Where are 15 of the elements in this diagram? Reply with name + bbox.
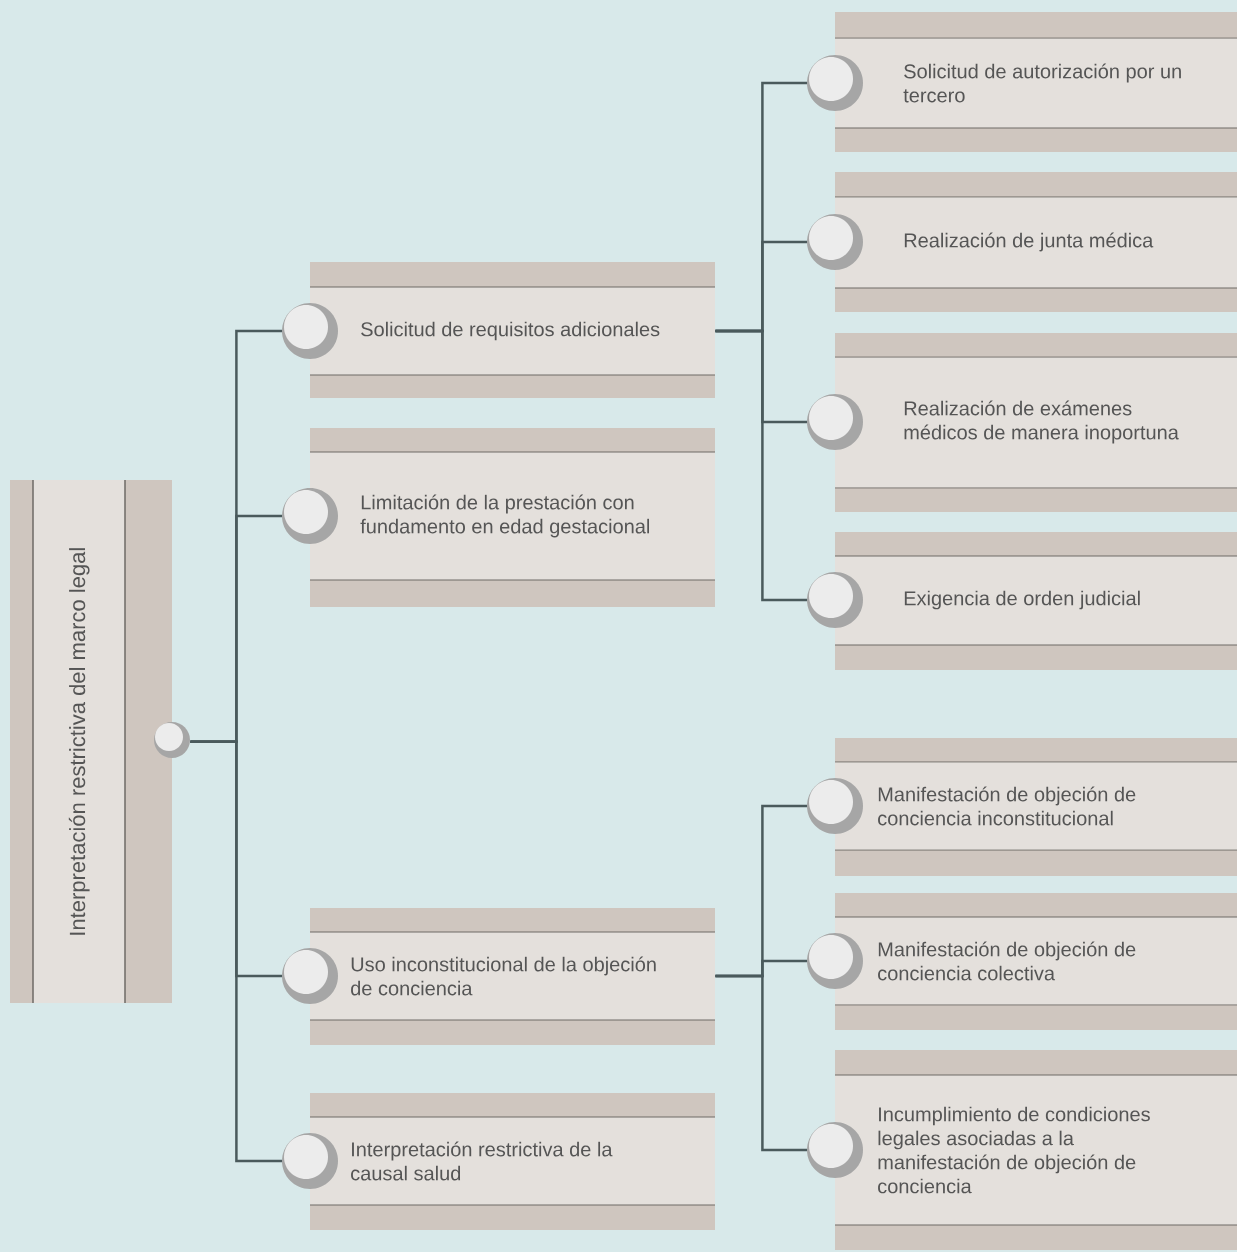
label-box: Uso inconstitucional de la objeción de conciencia	[282, 908, 716, 1045]
connector-line	[190, 740, 282, 1163]
label-box: Solicitud de requisitos adicionales	[282, 262, 716, 398]
label-box: Exigencia de orden judicial	[807, 532, 1237, 670]
label-box: Incumplimiento de condiciones legales asociadas a la manifestación de objeción de conciencia	[807, 1050, 1237, 1250]
connector-line	[715, 974, 807, 1152]
label-box: Limitación de la prestación con fundamento en edad gestacional	[282, 428, 716, 607]
label-box: Realización de junta médica	[807, 172, 1237, 312]
label-box: Interpretación restrictiva del marco legal	[10, 479, 190, 1004]
label-box: Manifestación de objeción de conciencia colectiva	[807, 893, 1237, 1030]
label-box: Realización de exámenes médicos de manera inoportuna	[807, 333, 1237, 512]
label-box: Solicitud de autorización por un tercero	[807, 12, 1237, 152]
connector-line	[715, 329, 807, 602]
label-box: Manifestación de objeción de conciencia inconstitucional	[807, 738, 1237, 876]
label-box: Interpretación restrictiva de la causal salud	[282, 1093, 716, 1230]
